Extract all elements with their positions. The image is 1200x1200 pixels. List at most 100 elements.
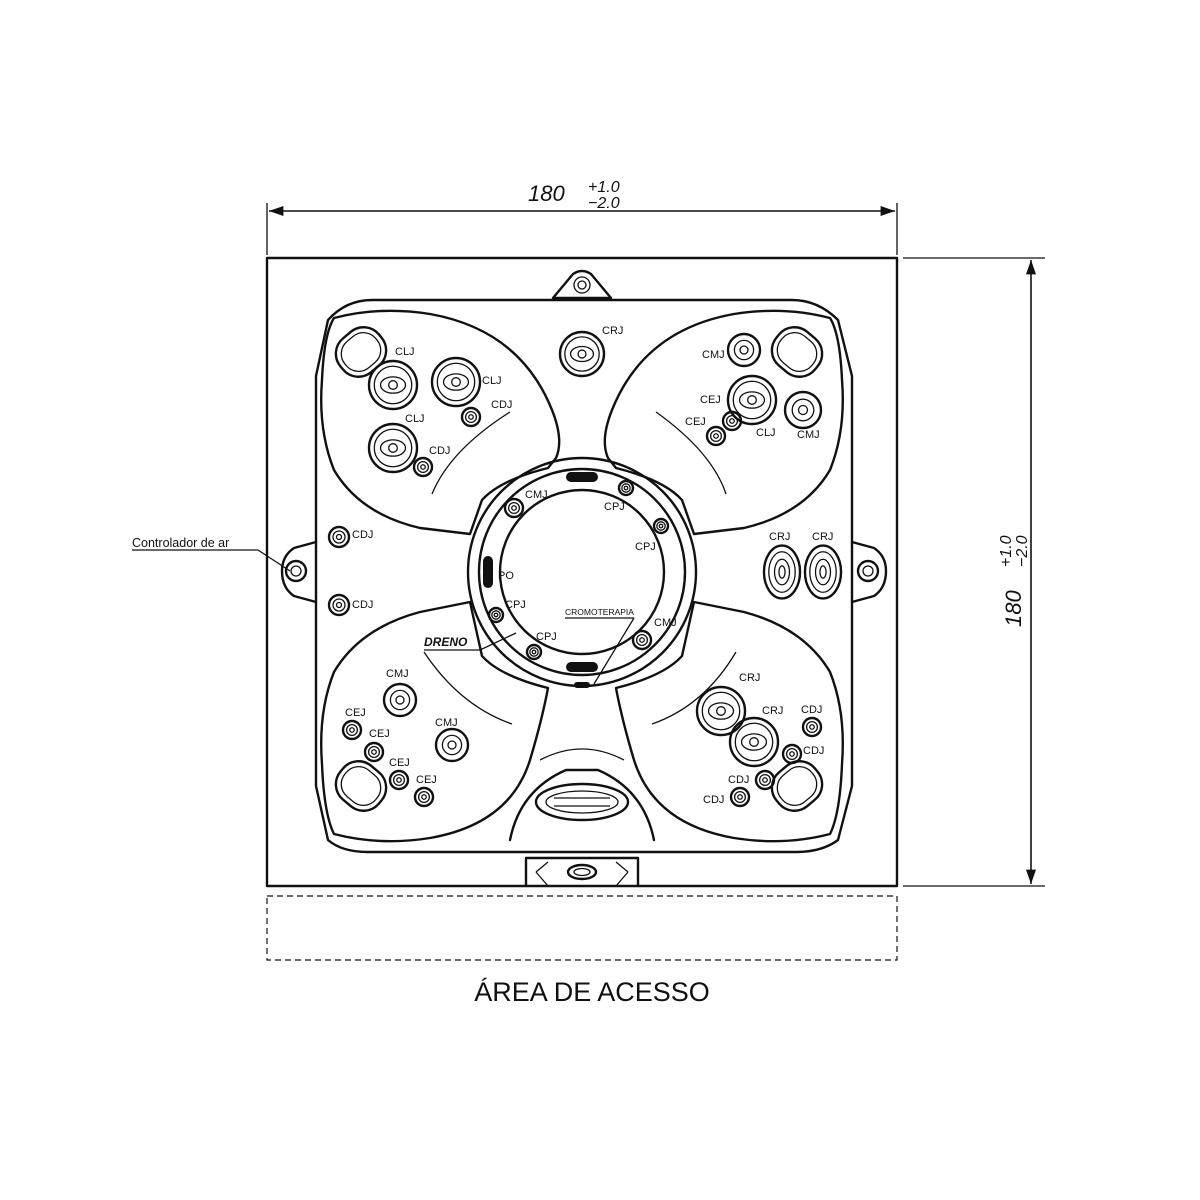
jet-clj-2: CLJ <box>430 356 502 408</box>
jet-clj-3: CLJ <box>367 413 425 474</box>
top-slot <box>566 472 598 482</box>
jet-cdj-br-3: CDJ <box>728 769 776 791</box>
jet-label: CDJ <box>429 445 450 457</box>
jet-label: CEJ <box>416 774 437 786</box>
seat-top-right-contour <box>655 411 727 495</box>
jet-label: CRJ <box>739 672 760 684</box>
jet-label: CEJ <box>345 707 366 719</box>
jet-cmj-center-2: CMJ <box>631 617 677 651</box>
jet-label: CMJ <box>797 429 820 441</box>
jet-cdj-tl-2: CDJ <box>412 445 450 478</box>
seat-top-left <box>320 309 561 536</box>
jet-label: CMJ <box>654 617 677 629</box>
jet-label: CMJ <box>702 349 725 361</box>
jet-label: CPJ <box>635 541 656 553</box>
jet-label: CPJ <box>604 501 625 513</box>
jet-label: CMJ <box>525 489 548 501</box>
jet-label: CRJ <box>769 531 790 543</box>
jet-crj-right-2: CRJ <box>803 531 843 600</box>
jet-cmj-bl-2: CMJ <box>434 717 470 763</box>
jet-label: CEJ <box>369 728 390 740</box>
height-value: 180 <box>1001 590 1026 627</box>
jet-label: CDJ <box>352 599 373 611</box>
left-air-bracket <box>280 540 318 604</box>
drain-annotation: DRENO <box>424 632 517 651</box>
jet-cej-bl-1: CEJ <box>341 707 366 741</box>
jet-label: CMJ <box>386 668 409 680</box>
jet-crj-right-1: CRJ <box>762 531 802 600</box>
bottom-slot <box>566 662 598 672</box>
jet-cmj-bl-1: CMJ <box>382 668 418 718</box>
access-area-outline <box>266 895 898 961</box>
jet-cpj-1: CPJ <box>604 479 635 513</box>
jet-cpj-2: CPJ <box>635 517 670 553</box>
pillow-bottom-right <box>770 760 824 812</box>
jet-clj-1: CLJ <box>367 346 419 411</box>
access-area-label: ÁREA DE ACESSO <box>474 977 710 1007</box>
chromotherapy-annotation: CROMOTERAPIA <box>565 607 635 688</box>
jet-label: CDJ <box>803 745 824 757</box>
width-tol-plus: +1.0 <box>588 179 620 196</box>
jet-cdj-br-4: CDJ <box>703 786 751 808</box>
bottom-fitting <box>524 856 640 888</box>
air-controller-annotation: Controlador de ar <box>132 536 291 572</box>
pillow-top-left <box>334 326 388 378</box>
jet-crj-br-2: CRJ <box>728 705 783 768</box>
jet-label: CDJ <box>491 399 512 411</box>
po-label: PO <box>498 570 514 582</box>
jet-label: CLJ <box>405 413 425 425</box>
jet-cdj-br-1: CDJ <box>801 704 822 738</box>
right-air-bracket <box>850 540 888 604</box>
air-controller-label: Controlador de ar <box>132 536 229 550</box>
jet-label: CDJ <box>801 704 822 716</box>
jet-label: CLJ <box>482 375 502 387</box>
jet-cpj-3: CPJ <box>487 599 526 624</box>
jet-label: CDJ <box>703 794 724 806</box>
jet-cdj-br-2: CDJ <box>781 743 824 765</box>
width-tol-minus: −2.0 <box>588 195 620 212</box>
pillow-top-right <box>770 326 824 378</box>
seat-top-left-contour <box>431 411 511 495</box>
jet-label: CDJ <box>352 529 373 541</box>
jet-label: CRJ <box>812 531 833 543</box>
seat-bottom-left-contour <box>423 651 513 725</box>
po-slot <box>483 556 493 588</box>
jet-crj-top: CRJ <box>558 325 623 378</box>
step-area <box>508 748 656 842</box>
spa-shell-outline <box>314 298 854 854</box>
seat-bottom-right <box>614 600 844 843</box>
jet-cdj-left-1: CDJ <box>327 525 373 549</box>
jet-cej-tr-2: CEJ <box>685 416 727 447</box>
chromotherapy-label: CROMOTERAPIA <box>565 607 634 617</box>
jet-label: CLJ <box>756 427 776 439</box>
jet-cdj-left-2: CDJ <box>327 593 373 617</box>
jet-cmj-center-1: CMJ <box>503 489 548 519</box>
jet-label: CPJ <box>536 631 557 643</box>
height-dimension: 180 +1.0 −2.0 <box>903 257 1045 887</box>
height-tol-minus: −2.0 <box>1014 535 1031 567</box>
jet-label: CEJ <box>389 757 410 769</box>
jet-label: CEJ <box>700 394 721 406</box>
jet-label: CPJ <box>505 599 526 611</box>
seat-top-right <box>603 309 844 536</box>
jet-cej-bl-3: CEJ <box>388 757 410 791</box>
jet-clj-tr: CLJ <box>726 374 778 439</box>
jet-label: CEJ <box>685 416 706 428</box>
pillow-bottom-left <box>334 760 388 812</box>
drain-label: DRENO <box>424 635 468 649</box>
jet-label: CLJ <box>395 346 415 358</box>
jet-cej-bl-4: CEJ <box>413 774 437 808</box>
jet-label: CDJ <box>728 774 749 786</box>
jet-crj-br-1: CRJ <box>695 672 760 737</box>
width-dimension: 180 +1.0 −2.0 <box>266 179 898 255</box>
width-value: 180 <box>528 181 565 206</box>
jet-cej-bl-2: CEJ <box>363 728 390 763</box>
jet-cej-tr-1: CEJ <box>700 394 743 432</box>
spa-outer-frame <box>265 256 899 888</box>
jet-cpj-4: CPJ <box>525 631 557 661</box>
jet-label: CMJ <box>435 717 458 729</box>
top-fitting <box>551 269 613 300</box>
seat-bottom-right-contour <box>651 651 737 725</box>
